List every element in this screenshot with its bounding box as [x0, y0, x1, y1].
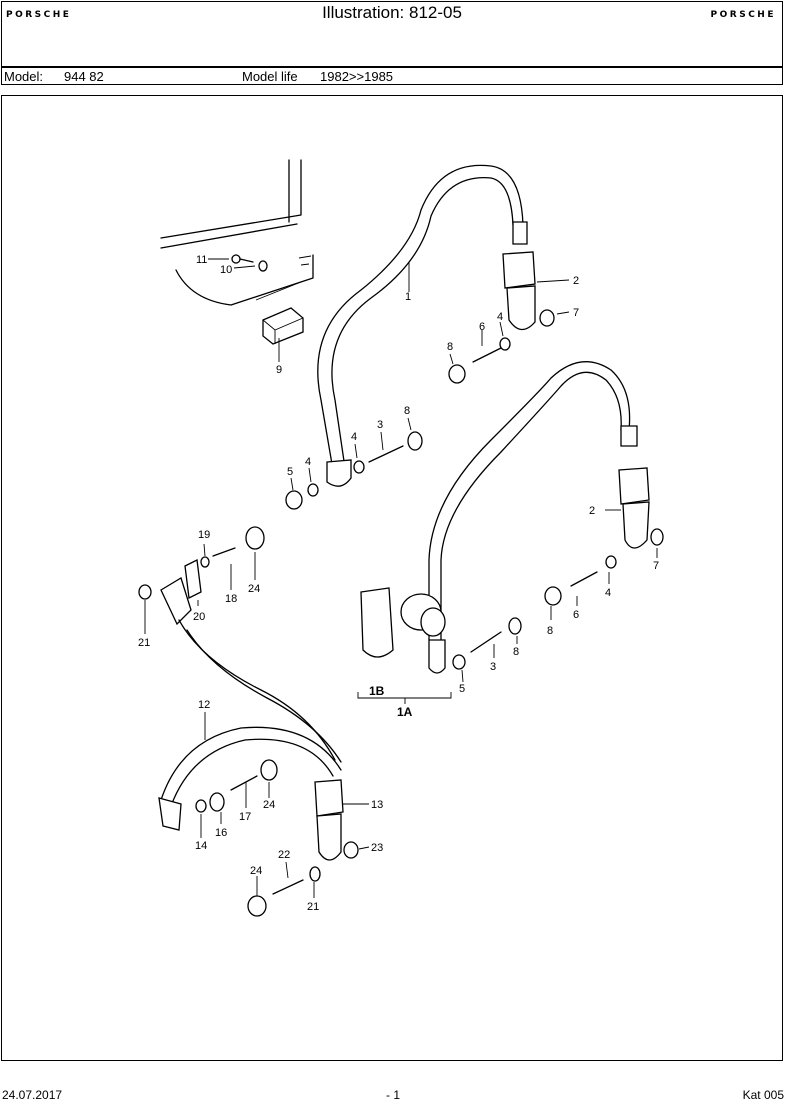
callout-22: 22 — [278, 849, 290, 861]
parts-diagram: 11 10 1 2 7 6 4 8 9 3 8 4 4 5 2 7 4 6 8 … — [1, 95, 783, 1061]
exploded-view-drawing: 11 10 1 2 7 6 4 8 9 3 8 4 4 5 2 7 4 6 8 … — [138, 159, 664, 917]
footer-catalog: Kat 005 — [742, 1088, 784, 1102]
callout-2-top: 2 — [573, 275, 579, 287]
callout-14: 14 — [195, 840, 207, 852]
callout-16: 16 — [215, 827, 227, 839]
callout-2-right: 2 — [589, 505, 595, 517]
buckle-part-2-top — [502, 251, 536, 331]
model-info-row: Model: 944 82 Model life 1982>>1985 — [2, 68, 782, 86]
bolt-11 — [231, 254, 268, 272]
callout-8-mid: 8 — [404, 405, 410, 417]
callout-6-right: 6 — [573, 609, 579, 621]
callout-8-right-a: 8 — [547, 625, 553, 637]
spacer-7-top — [539, 309, 555, 327]
callout-23: 23 — [371, 842, 383, 854]
callout-4-mid: 4 — [351, 431, 357, 443]
spacer-16 — [209, 792, 225, 812]
bracket-20 — [184, 559, 202, 599]
callout-20: 20 — [193, 611, 205, 623]
model-label: Model: — [4, 69, 44, 84]
callout-19: 19 — [198, 529, 210, 541]
washer-4-right — [605, 555, 617, 569]
cap-8-right — [544, 586, 562, 606]
spacer-7-right — [650, 528, 664, 546]
washer-4-mid — [353, 460, 365, 474]
porsche-logo-left: PORSCHE — [6, 10, 72, 20]
callout-13: 13 — [371, 799, 383, 811]
callout-4-low: 4 — [305, 456, 311, 468]
washer-21-low — [309, 866, 321, 882]
model-value: 944 82 — [64, 69, 104, 84]
spacer-24-top — [245, 526, 265, 550]
callout-21-left: 21 — [138, 637, 150, 649]
leader-lines — [144, 258, 658, 898]
washer-14 — [195, 799, 207, 813]
callout-1A: 1A — [397, 705, 413, 719]
retractor-belt-1A — [360, 361, 638, 674]
callout-8-top: 8 — [447, 341, 453, 353]
callout-1B: 1B — [369, 684, 385, 698]
callout-21-low: 21 — [307, 901, 319, 913]
callout-24-top: 24 — [248, 583, 260, 595]
callout-6-top: 6 — [479, 321, 485, 333]
callout-7-right: 7 — [653, 560, 659, 572]
callout-18: 18 — [225, 593, 237, 605]
cap-24-low — [247, 895, 267, 917]
washer-21-left — [138, 584, 152, 600]
spacer-5-top — [285, 490, 303, 510]
footer-page-number: - 1 — [386, 1088, 401, 1102]
callout-7-top: 7 — [573, 307, 579, 319]
callout-3-top: 3 — [377, 419, 383, 431]
callout-3-right: 3 — [490, 661, 496, 673]
footer-date: 24.07.2017 — [2, 1088, 63, 1102]
washer-4-top — [499, 337, 511, 351]
callout-5-right: 5 — [459, 683, 465, 695]
washer-4-low — [307, 483, 319, 497]
page-title: Illustration: 812-05 — [322, 3, 462, 22]
rear-belt-strap-12 — [158, 577, 342, 831]
callout-10: 10 — [220, 264, 232, 276]
callout-labels: 11 10 1 2 7 6 4 8 9 3 8 4 4 5 2 7 4 6 8 … — [138, 254, 659, 913]
bolt-6-top — [472, 347, 502, 363]
model-life-label: Model life — [242, 69, 298, 84]
buckle-part-2-right — [618, 467, 650, 549]
spacer-24-mid — [260, 759, 278, 781]
callout-5-top: 5 — [287, 466, 293, 478]
spacer-8-mid — [407, 431, 423, 451]
bolt-6-right — [570, 571, 598, 587]
callout-4-right: 4 — [605, 587, 611, 599]
spacer-23 — [343, 841, 359, 859]
callout-4-top: 4 — [497, 311, 503, 323]
spacer-5-right — [452, 654, 466, 670]
washer-19 — [200, 556, 210, 568]
bolt-3-right — [470, 631, 502, 653]
callout-12: 12 — [198, 699, 210, 711]
callout-24-low: 24 — [250, 865, 262, 877]
model-life-value: 1982>>1985 — [320, 69, 394, 84]
callout-11: 11 — [196, 254, 207, 266]
callout-24-mid: 24 — [263, 799, 275, 811]
porsche-logo-right: PORSCHE — [710, 10, 776, 20]
callout-17: 17 — [239, 811, 251, 823]
header-box: PORSCHE Illustration: 812-05 PORSCHE Mod… — [1, 1, 783, 85]
bolt-3-top — [368, 445, 404, 463]
spacer-8-right — [508, 617, 522, 635]
callout-1: 1 — [405, 291, 411, 303]
header-title-bar: PORSCHE Illustration: 812-05 PORSCHE — [2, 2, 782, 68]
callout-8-right-b: 8 — [513, 646, 519, 658]
door-panel — [160, 159, 314, 306]
bolt-18 — [212, 547, 236, 557]
bolt-17 — [230, 775, 258, 791]
callout-9: 9 — [276, 364, 282, 376]
upper-belt-strap — [317, 164, 528, 487]
cap-8-top — [448, 364, 466, 384]
group-bracket — [357, 692, 452, 704]
buckle-part-13 — [314, 779, 344, 861]
bolt-22 — [272, 879, 304, 895]
cover-part-9 — [262, 307, 304, 345]
